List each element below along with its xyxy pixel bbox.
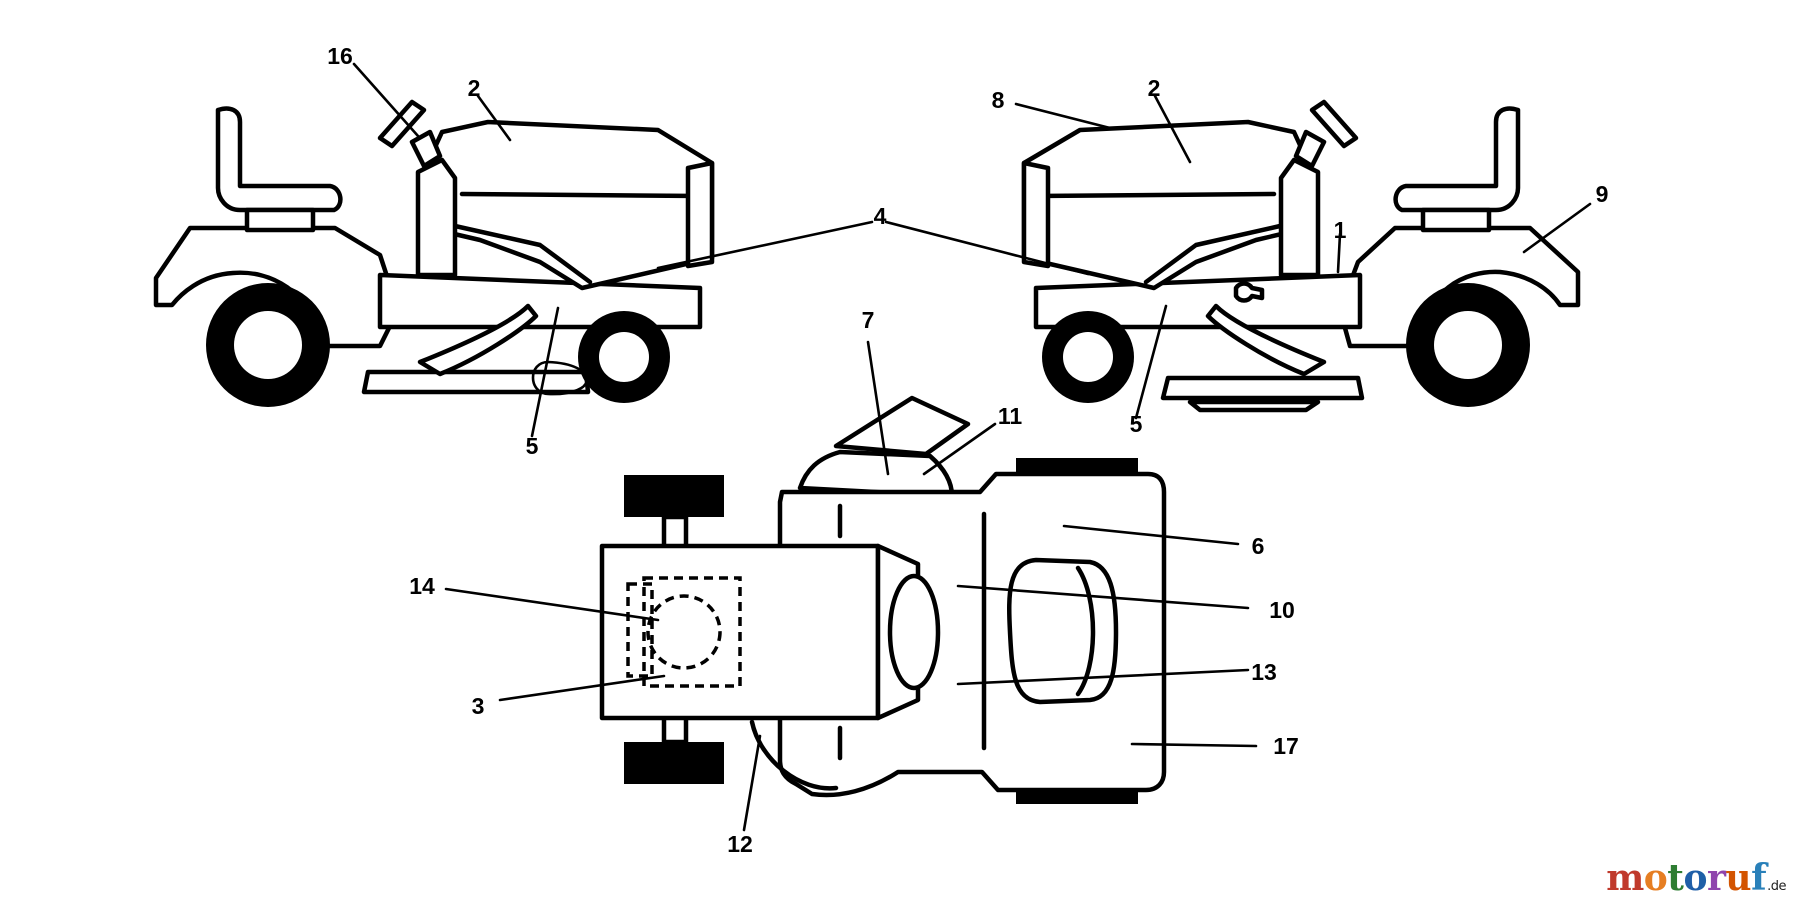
watermark-letter: t — [1667, 857, 1684, 899]
callout-2-left: 2 — [468, 75, 481, 101]
callout-8: 8 — [992, 87, 1005, 113]
callout-13: 13 — [1251, 659, 1277, 685]
callout-1: 1 — [1334, 217, 1347, 243]
watermark-letter: o — [1683, 857, 1707, 899]
callout-6: 6 — [1252, 533, 1265, 559]
callout-9: 9 — [1596, 181, 1609, 207]
tractor-right-side-view — [1021, 99, 1581, 413]
watermark-letter: f — [1751, 857, 1767, 899]
callout-5-right: 5 — [1130, 411, 1143, 437]
callout-2-right: 2 — [1148, 75, 1161, 101]
callout-10: 10 — [1269, 597, 1295, 623]
callout-7: 7 — [862, 307, 875, 333]
tractor-left-side-view — [153, 99, 715, 407]
callout-11: 11 — [998, 403, 1023, 429]
watermark-letter: u — [1725, 857, 1752, 899]
callout-16: 16 — [327, 43, 353, 69]
callout-4: 4 — [874, 203, 887, 229]
callout-17: 17 — [1273, 733, 1299, 759]
callout-3: 3 — [472, 693, 485, 719]
callout-14: 14 — [409, 573, 435, 599]
callout-5-left: 5 — [526, 433, 539, 459]
watermark-logo: motoruf.de — [1606, 857, 1786, 899]
tractor-top-view — [599, 395, 1167, 804]
callout-12: 12 — [727, 831, 753, 857]
leader-lines — [352, 62, 1592, 832]
watermark-letter: m — [1606, 857, 1644, 899]
watermark-letter: r — [1706, 857, 1726, 899]
watermark-letter: o — [1643, 857, 1668, 899]
callout-numbers: 16 2 4 5 8 2 1 9 5 7 11 6 10 13 17 14 3 … — [327, 43, 1608, 857]
watermark-suffix: .de — [1767, 879, 1786, 894]
